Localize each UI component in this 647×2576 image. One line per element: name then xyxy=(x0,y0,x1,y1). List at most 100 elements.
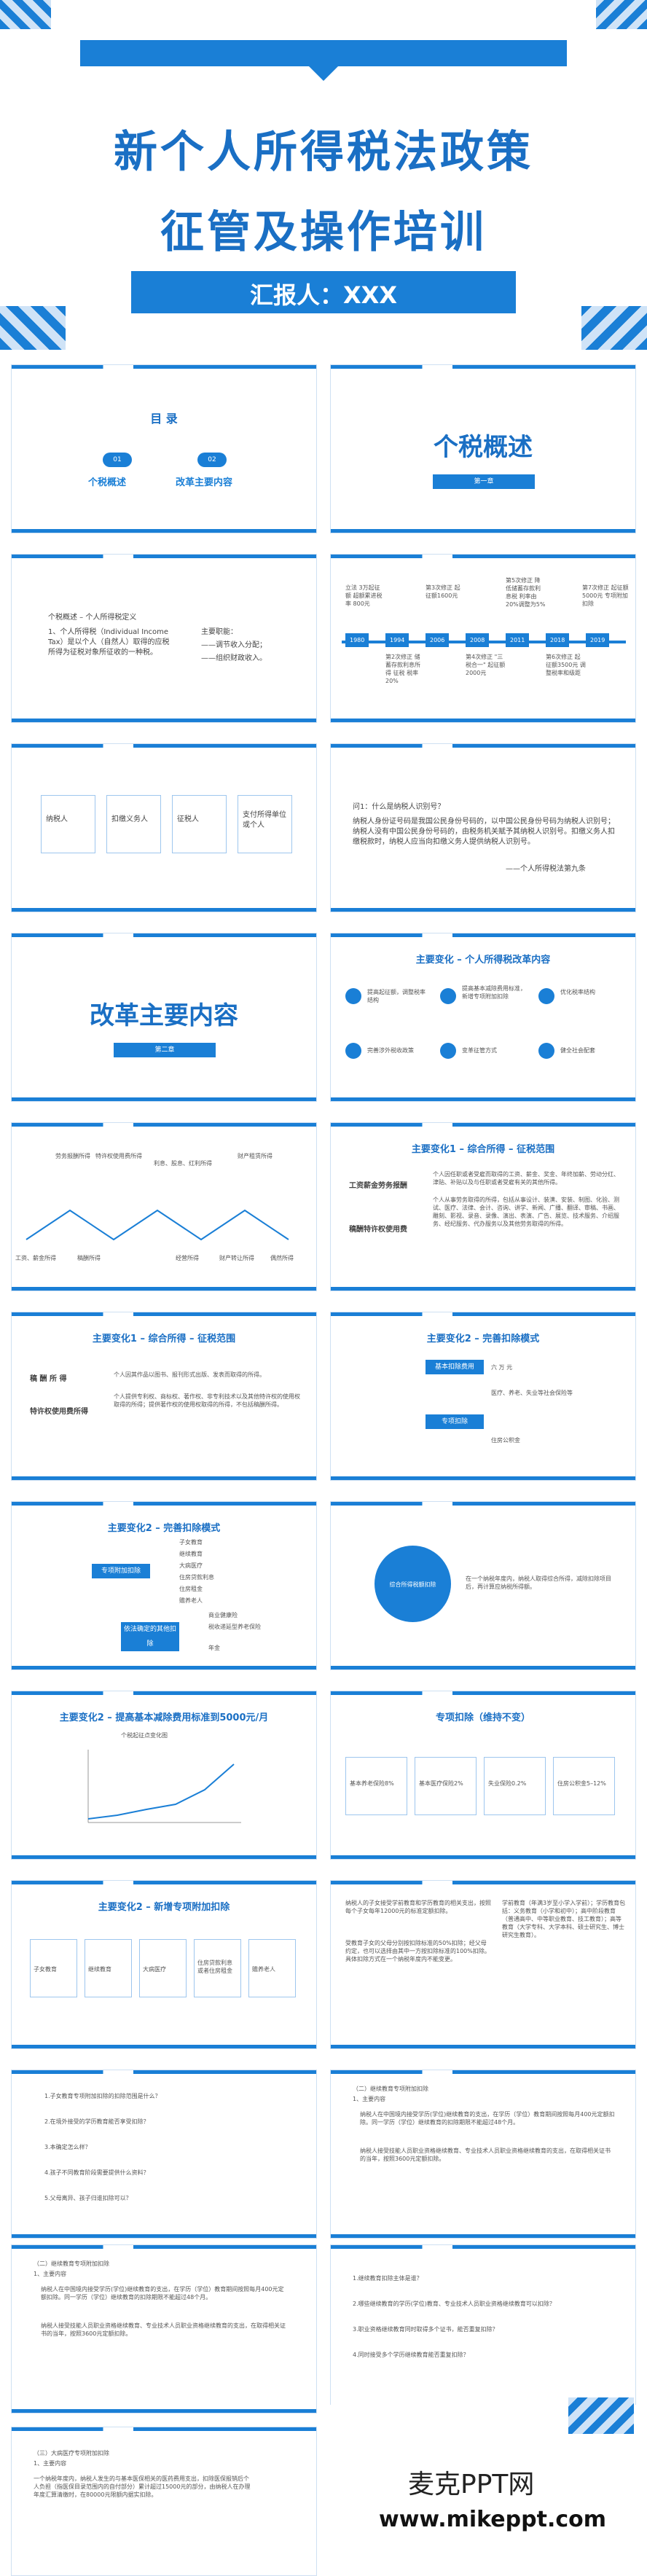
change1-node-1: 工资、薪金所得 xyxy=(15,1255,56,1261)
qa-question: 问1：什么是纳税人识别号？ xyxy=(353,803,445,811)
new-item-2: 继续教育 xyxy=(85,1939,132,1997)
change2b-slide: 主要变化2 – 完善扣除模式 专项附加扣除 依法确定的其他扣除 子女教育 继续教… xyxy=(11,1501,317,1670)
questions-slide: 1.子女教育专项附加扣除的扣除范围是什么？ 2.在境外接受的学历教育能否享受扣除… xyxy=(11,2070,317,2239)
cover-top-bar xyxy=(80,40,567,66)
cont-edu-q-slide: 1.继续教育扣除主体是谁？ 2.哪些继续教育的学历(学位)教育、专业技术人员职业… xyxy=(330,2244,636,2413)
overview-item-5: 变革征管方式 xyxy=(462,1047,497,1054)
change2c-circle xyxy=(375,1546,451,1622)
taxpayer-card-3[interactable]: 征税人 xyxy=(172,795,227,853)
change3-title: 主要变化2 – 提高基本减除费用标准到5000元/月 xyxy=(59,1712,269,1723)
footer-brand: 麦克PPT网 xyxy=(408,2470,535,2499)
change2-b1-val: 六 万 元 xyxy=(491,1364,513,1371)
special-card-1-val: 8% xyxy=(385,1780,394,1787)
timeline-year-7: 2019 xyxy=(586,633,610,647)
change1c-left2: 特许权使用费所得 xyxy=(30,1408,88,1416)
qa-answer: 纳税人身份证号码是我国公民身份号码的，以中国公民身份号码为纳税人识别号；纳税人没… xyxy=(353,818,615,846)
cont-edu-q-1: 1.继续教育扣除主体是谁？ xyxy=(353,2275,423,2282)
cont-edu-p1: 纳税人在中国境内接受学历(学位)继续教育的支出，在学历（学位）教育期间按照每月4… xyxy=(360,2111,615,2126)
footer-url[interactable]: www.mikeppt.com xyxy=(379,2507,606,2532)
illness-heading: （三）大病医疗专项附加扣除 xyxy=(34,2450,109,2456)
cont-edu-q-4: 4.同时接受多个学历继续教育能否重复扣除？ xyxy=(353,2352,469,2358)
cover-corner-br xyxy=(581,306,647,350)
change1-node-9: 偶然所得 xyxy=(270,1255,294,1261)
question-2: 2.在境外接受的学历教育能否享受扣除？ xyxy=(44,2118,149,2125)
change2c-text: 在一个纳税年度内，纳税人取得综合所得，减除扣除项目后，再计算应纳税所得额。 xyxy=(466,1575,611,1590)
taxpayer-card-2-label: 扣缴义务人 xyxy=(111,815,148,823)
taxpayer-card-1-label: 纳税人 xyxy=(46,815,68,823)
change1c-text1: 个人因其作品以图书、报刊形式出版、发表而取得的所得。 xyxy=(114,1371,265,1378)
question-5: 5.父母离异、孩子归谁扣除可以？ xyxy=(44,2195,132,2201)
new-item-4-label: 住房贷款利息或者住房租金 xyxy=(197,1960,232,1974)
timeline-year-4: 2008 xyxy=(466,633,490,647)
change1-node-4: 稿酬所得 xyxy=(77,1255,101,1261)
change1-node-8: 财产转让所得 xyxy=(219,1255,254,1261)
section1-chapter: 第一章 xyxy=(433,474,535,489)
timeline-year-3: 2006 xyxy=(426,633,450,647)
toc-num-2: 02 xyxy=(197,453,227,467)
change2b-item-6: 赡养老人 xyxy=(179,1597,203,1604)
change2-b1: 基本扣除费用 xyxy=(426,1360,484,1374)
change2b-item-5: 住房租金 xyxy=(179,1586,203,1592)
illness-sub: 1、主要内容 xyxy=(34,2460,67,2467)
timeline-note-1: 立法 3万起征额 超额累进税率 800元 xyxy=(345,584,383,607)
change1b-text1: 个人因任职或者受雇而取得的工资、薪金、奖金、年终加薪、劳动分红、津贴、补贴以及与… xyxy=(433,1171,619,1186)
section1-title: 个税概述 xyxy=(434,433,533,462)
special-card-3-name: 失业保险 xyxy=(488,1780,511,1787)
timeline-note-4: 第4次修正 "三税合一" 起征额2000元 xyxy=(466,654,506,676)
overview-dot-5 xyxy=(440,1043,456,1059)
illness-slide: （三）大病医疗专项附加扣除 1、主要内容 一个纳税年度内，纳税人发生的与基本医保… xyxy=(11,2427,317,2576)
cont-edu-detail-p2: 纳税人接受技能人员职业资格继续教育、专业技术人员职业资格继续教育的支出，在取得相… xyxy=(41,2322,286,2337)
question-3: 3.本确定怎么样？ xyxy=(44,2144,91,2150)
change2b-item-2: 继续教育 xyxy=(179,1551,203,1557)
change3-chart xyxy=(87,1750,241,1823)
special-slide: 专项扣除（维持不变） 基本养老保险8% 基本医疗保险2% 失业保险0.2% 住房… xyxy=(330,1691,636,1860)
timeline-year-6: 2018 xyxy=(546,633,570,647)
taxpayer-card-1[interactable]: 纳税人 xyxy=(41,795,95,853)
overview-item-4: 完善涉外税收政策 xyxy=(367,1047,414,1054)
qa-slide: 问1：什么是纳税人识别号？ 纳税人身份证号码是我国公民身份号码的，以中国公民身份… xyxy=(330,743,636,912)
new-item-3-label: 大病医疗 xyxy=(143,1966,166,1973)
toc-item-1[interactable]: 个税概述 xyxy=(88,477,127,488)
overview-dot-1 xyxy=(345,988,361,1004)
def-body: 1、个人所得税（Individual Income Tax）是以个人（自然人）取… xyxy=(48,628,170,657)
toc-slide: 目 录 01 02 个税概述 改革主要内容 xyxy=(11,364,317,533)
cont-edu-detail-sub: 1、主要内容 xyxy=(34,2271,67,2277)
cont-edu-q-3: 3.职业资格继续教育同时取得多个证书，能否重复扣除？ xyxy=(353,2326,498,2333)
taxpayer-card-4[interactable]: 支付所得单位或个人 xyxy=(238,795,292,853)
change1b-left1: 工资薪金劳务报酬 xyxy=(349,1182,407,1190)
change2-b2-items: 医疗、养老、失业等社会保险等 xyxy=(491,1390,573,1396)
special-card-2-name: 基本医疗保险 xyxy=(419,1780,454,1787)
change3-chart-title: 个税起征点变化图 xyxy=(121,1732,168,1739)
change2-b3: 住房公积金 xyxy=(491,1437,520,1444)
change2b-item2-2: 税收递延型养老保险 xyxy=(208,1624,261,1630)
special-card-2-val: 2% xyxy=(454,1780,463,1787)
cont-edu-detail-slide: （二）继续教育专项附加扣除 1、主要内容 纳税人在中国境内接受学历(学位)继续教… xyxy=(11,2244,317,2413)
cont-edu-slide: （二）继续教育专项附加扣除 1、主要内容 纳税人在中国境内接受学历(学位)继续教… xyxy=(330,2070,636,2239)
change1b-text2: 个人从事劳务取得的所得，包括从事设计、装潢、安装、制图、化验、测试、医疗、法律、… xyxy=(433,1197,619,1227)
special-card-3: 失业保险0.2% xyxy=(484,1757,546,1815)
change2b-item-1: 子女教育 xyxy=(179,1539,203,1546)
edu-slide: 纳税人的子女接受学前教育和学历教育的相关支出，按照每个子女每年12000元的标准… xyxy=(330,1880,636,2049)
change1c-left1: 稿 酬 所 得 xyxy=(30,1375,67,1383)
cover-title-line1: 新个人所得税法政策 xyxy=(114,127,533,178)
timeline-note-3: 第3次修正 起征额1600元 xyxy=(426,584,460,599)
taxpayer-card-4-label: 支付所得单位或个人 xyxy=(243,811,286,829)
overview-dot-2 xyxy=(440,988,456,1004)
timeline-note-6: 第6次修正 起征额3500元 调整税率和级距 xyxy=(546,654,586,676)
change2b-left1: 专项附加扣除 xyxy=(92,1564,150,1578)
cover-reporter: 汇报人：XXX xyxy=(249,281,398,309)
change2b-left2: 依法确定的其他扣除 xyxy=(121,1622,179,1651)
change3-slide: 主要变化2 – 提高基本减除费用标准到5000元/月 个税起征点变化图 xyxy=(11,1691,317,1860)
change1b-title: 主要变化1 – 综合所得 – 征税范围 xyxy=(411,1144,555,1155)
new-item-1: 子女教育 xyxy=(30,1939,77,1997)
change1-node-7: 经营所得 xyxy=(176,1255,199,1261)
timeline-year-5: 2011 xyxy=(506,633,530,647)
def-sub2: ——组织财政收入。 xyxy=(201,654,267,662)
definition-slide: 个税概述 – 个人所得税定义 1、个人所得税（Individual Income… xyxy=(11,554,317,723)
change1-node-3: 特许权使用费所得 xyxy=(95,1153,142,1159)
taxpayer-card-2[interactable]: 扣缴义务人 xyxy=(106,795,161,853)
new-item-4: 住房贷款利息或者住房租金 xyxy=(194,1939,241,1997)
new-item-5: 赡养老人 xyxy=(248,1939,296,1997)
special-card-4: 住房公积金5–12% xyxy=(553,1757,615,1815)
toc-item-2[interactable]: 改革主要内容 xyxy=(176,477,233,488)
